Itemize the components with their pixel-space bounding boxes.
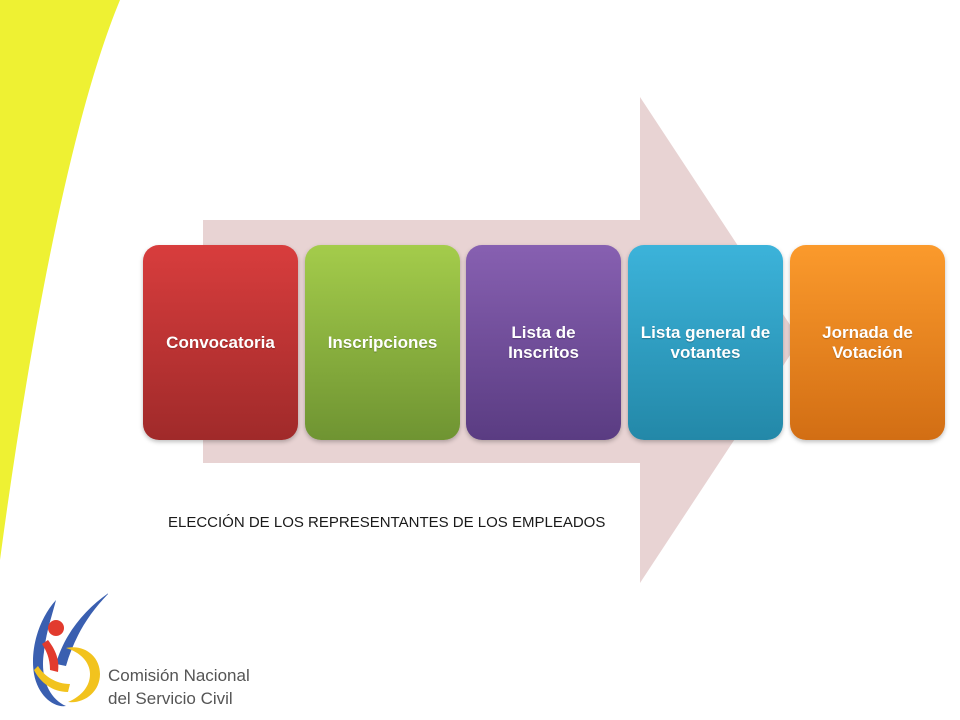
step-label: Lista general de votantes bbox=[640, 322, 771, 362]
step-convocatoria: Convocatoria bbox=[143, 245, 298, 440]
step-label: Inscripciones bbox=[327, 332, 438, 352]
cnsc-logo: Comisión Nacional del Servicio Civil bbox=[26, 588, 266, 716]
cnsc-logo-icon bbox=[32, 593, 108, 707]
diagram-caption: ELECCIÓN DE LOS REPRESENTANTES DE LOS EM… bbox=[168, 514, 606, 531]
step-lista-votantes: Lista general de votantes bbox=[628, 245, 783, 440]
logo-line-1: Comisión Nacional bbox=[108, 666, 250, 685]
step-jornada-votacion: Jornada de Votación bbox=[790, 245, 945, 440]
step-lista-inscritos: Lista de Inscritos bbox=[466, 245, 621, 440]
step-label: Convocatoria bbox=[166, 332, 275, 352]
logo-line-2: del Servicio Civil bbox=[108, 689, 233, 708]
step-label: Lista de Inscritos bbox=[508, 322, 579, 362]
cnsc-logo-text: Comisión Nacional del Servicio Civil bbox=[108, 664, 250, 710]
step-inscripciones: Inscripciones bbox=[305, 245, 460, 440]
step-label: Jornada de Votación bbox=[822, 322, 913, 362]
